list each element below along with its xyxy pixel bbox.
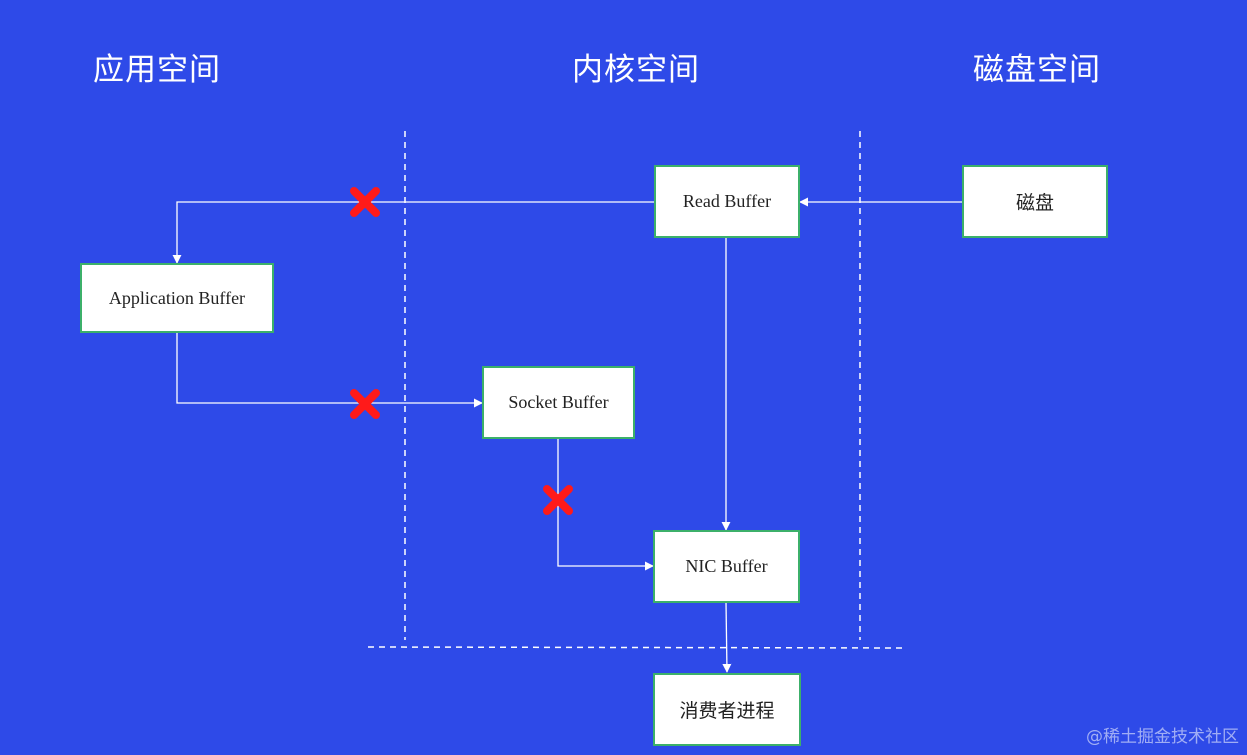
socket-buffer-node: Socket Buffer [482, 366, 635, 439]
disk-space-heading: 磁盘空间 [973, 52, 1101, 88]
divider-bottom [367, 646, 907, 649]
disk-node: 磁盘 [962, 165, 1108, 238]
arrow-nic-to-consumer [722, 601, 732, 673]
read-buffer-node: Read Buffer [654, 165, 800, 238]
cross-icon [350, 389, 380, 419]
application-buffer-node: Application Buffer [80, 263, 274, 333]
watermark: @稀土掘金技术社区 [1086, 727, 1239, 747]
app-space-heading: 应用空间 [93, 52, 221, 88]
arrow-read-to-app-buffer [172, 201, 654, 264]
arrow-socket-to-nic-buffer [557, 438, 654, 571]
consumer-process-node: 消费者进程 [653, 673, 801, 746]
kernel-space-heading: 内核空间 [572, 52, 700, 88]
nic-buffer-node: NIC Buffer [653, 530, 800, 603]
cross-icon [543, 485, 573, 515]
cross-icon [350, 187, 380, 217]
arrow-app-to-socket-buffer [176, 332, 483, 408]
